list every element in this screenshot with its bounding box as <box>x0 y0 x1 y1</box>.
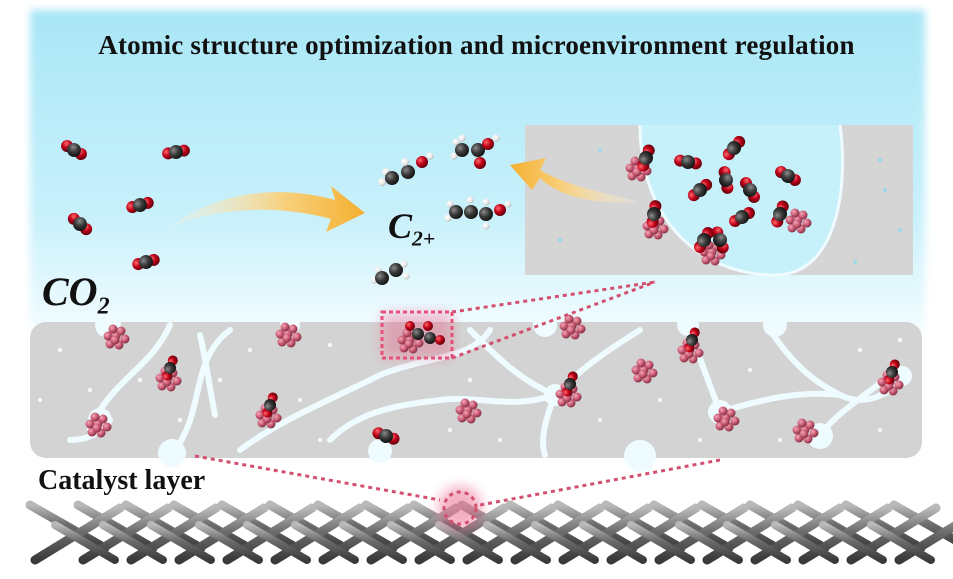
mesh-rod <box>169 500 254 553</box>
mesh-substrate <box>25 486 953 565</box>
mesh-rod <box>505 500 590 553</box>
mesh-rod <box>121 500 206 553</box>
mesh-rod <box>793 500 878 553</box>
mesh-rod <box>25 500 110 553</box>
c2-product-label: C2+ <box>388 205 435 252</box>
mesh-rod <box>601 500 686 553</box>
mesh-rod <box>771 521 839 564</box>
mesh-rod <box>265 500 350 553</box>
zoom-lines <box>194 280 721 507</box>
mesh-rod <box>361 500 446 553</box>
mesh-rod <box>387 521 455 564</box>
co2-label-subscript: 2 <box>97 293 110 320</box>
reaction-arrow-left <box>168 186 365 232</box>
mesh-rod <box>889 500 953 545</box>
mesh-rod <box>553 500 638 553</box>
mesh-rod <box>697 500 782 553</box>
mesh-rod <box>217 500 302 553</box>
mesh-rod <box>73 500 158 553</box>
mesh-rod <box>313 500 398 553</box>
diagram-title: Atomic structure optimization and microe… <box>98 30 855 60</box>
reaction-arrow-right <box>510 158 640 203</box>
mesh-rod <box>291 521 359 564</box>
co2-label: CO2 <box>42 268 110 320</box>
catalyst-slab <box>30 312 922 472</box>
mesh-rod <box>483 521 551 564</box>
mesh-rod <box>867 521 935 564</box>
mesh-rod <box>649 500 734 553</box>
mesh-rod <box>745 500 830 553</box>
mesh-rod <box>99 521 167 564</box>
mesh-rod <box>339 521 407 564</box>
mesh-rod <box>723 521 791 564</box>
mesh-rod <box>51 521 119 564</box>
mesh-rod <box>147 521 215 564</box>
mesh-rod <box>243 521 311 564</box>
mesh-rod <box>675 521 743 564</box>
mesh-rod <box>841 500 926 553</box>
mesh-rod <box>819 521 887 564</box>
mesh-rod <box>531 521 599 564</box>
mesh-rod <box>627 521 695 564</box>
catalyst-layer-label: Catalyst layer <box>38 465 206 496</box>
c2-products <box>370 134 512 285</box>
mesh-rod <box>579 521 647 564</box>
c2-label-main: C <box>388 206 413 246</box>
c2-label-subscript: 2+ <box>412 226 436 251</box>
mesh-rod <box>195 521 263 564</box>
highlight-box <box>380 310 454 360</box>
co2-label-main: CO <box>42 269 98 314</box>
mesh-rod <box>435 521 503 564</box>
